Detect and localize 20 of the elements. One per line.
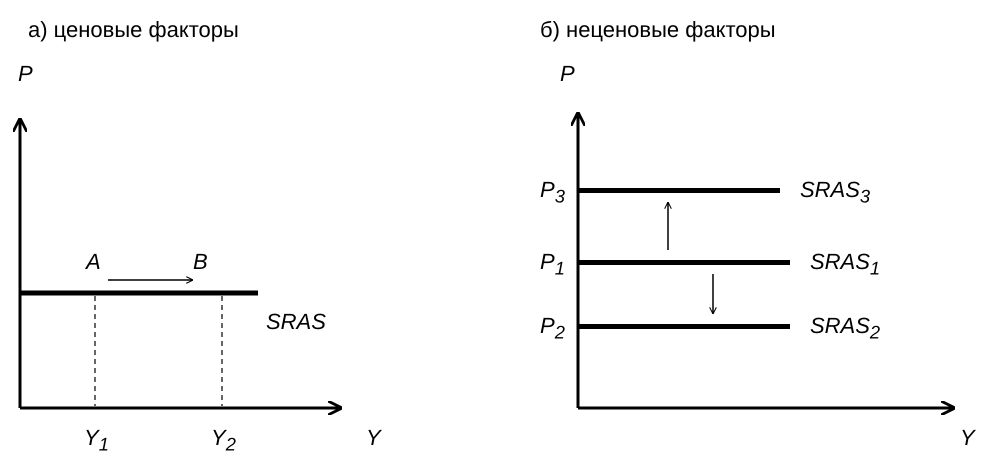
arrow <box>664 201 672 250</box>
point-label: B <box>193 250 208 274</box>
arrow <box>108 276 194 284</box>
axis-label: P <box>560 62 575 86</box>
axis-label: Y <box>366 426 381 450</box>
curve-label: SRAS$_{3}$ <box>800 178 870 208</box>
panel-title: а) ценовые факторы <box>28 18 239 42</box>
axis-tick-label: P$_{1}$ <box>540 250 565 280</box>
axis-tick-label: P$_{3}$ <box>540 178 565 208</box>
axis-tick-label: Y$_{1}$ <box>84 426 109 451</box>
axis-label: Y <box>960 426 975 450</box>
axis-label: P <box>18 62 33 86</box>
curve-label: SRAS$_{2}$ <box>810 314 880 344</box>
arrow <box>708 274 718 315</box>
axis-tick-label: P$_{2}$ <box>540 314 565 344</box>
panel-title: б) неценовые факторы <box>540 18 776 42</box>
point-label: A <box>86 250 101 274</box>
curve-label: SRAS <box>266 310 326 334</box>
curve-label: SRAS$_{1}$ <box>810 250 880 280</box>
axis-tick-label: Y$_{2}$ <box>211 426 236 451</box>
